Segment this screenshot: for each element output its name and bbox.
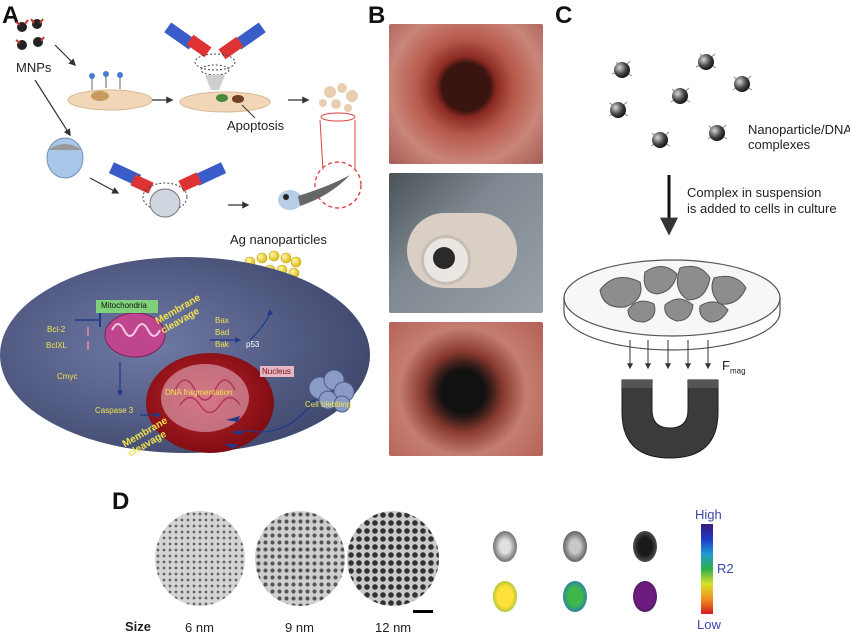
suspension-label: Complex in suspension is added to cells … xyxy=(687,185,837,217)
panel-letter-a: A xyxy=(2,2,20,29)
device-photo xyxy=(389,173,543,313)
mri-color-1 xyxy=(493,581,517,612)
nucleus-label: Nucleus xyxy=(262,367,291,376)
suspension-line-1: Complex in suspension xyxy=(687,185,822,200)
magnet-embryo xyxy=(108,162,227,218)
tem-image-9nm xyxy=(255,511,345,606)
bak-label: Bak xyxy=(215,340,229,349)
suspension-line-2: is added to cells in culture xyxy=(687,201,837,216)
mri-gray-3 xyxy=(633,531,657,562)
panel-letter-c: C xyxy=(555,2,573,29)
force-arrows xyxy=(627,340,711,370)
scale-bar xyxy=(413,610,433,613)
tem-image-12nm xyxy=(347,511,439,606)
mri-gray-2 xyxy=(563,531,587,562)
p53-label: p53 xyxy=(246,340,260,349)
horseshoe-magnet xyxy=(621,379,719,459)
culture-dish xyxy=(563,259,781,351)
caspase-label: Caspase 3 xyxy=(95,406,134,415)
complexes-label-text: Nanoparticle/DNA complexes xyxy=(748,122,850,152)
mri-color-3 xyxy=(633,581,657,612)
colorbar-low: Low xyxy=(697,617,721,632)
cmyc-label: Cmyc xyxy=(57,372,78,381)
apoptotic-bodies xyxy=(319,83,358,112)
ag-nanoparticles-label: Ag nanoparticles xyxy=(230,232,327,247)
zebrafish xyxy=(278,175,350,210)
tem-image-6nm xyxy=(155,511,245,606)
fmag-f: F xyxy=(722,358,730,373)
size-6nm: 6 nm xyxy=(185,620,214,635)
mri-color-2 xyxy=(563,581,587,612)
eye-photo-1 xyxy=(389,24,543,164)
fmag-sub: mag xyxy=(729,366,746,376)
nanoparticle-complexes xyxy=(608,53,753,148)
tissue-dish-1 xyxy=(67,71,153,111)
mri-gray-1 xyxy=(493,531,517,562)
apoptosis-label: Apoptosis xyxy=(227,118,285,133)
fmag-label: Fmag xyxy=(722,358,746,376)
bad-label: Bad xyxy=(215,328,230,337)
bcl2-label: Bcl-2 xyxy=(47,325,66,334)
mnp-icons xyxy=(15,18,45,50)
magnet-dish xyxy=(164,22,271,113)
size-label: Size xyxy=(125,619,152,634)
colorbar xyxy=(701,524,713,614)
mnps-label: MNPs xyxy=(16,60,52,75)
size-12nm: 12 nm xyxy=(375,620,412,635)
cell-blebbing-label: Cell blebbing xyxy=(305,400,352,409)
colorbar-high: High xyxy=(695,507,722,522)
dna-fragmentation-label: DNA fragmentation xyxy=(165,388,233,397)
mitochondria-label: Mitochondria xyxy=(101,301,147,310)
size-9nm: 9 nm xyxy=(285,620,314,635)
bclxl-label: BclXL xyxy=(46,341,67,350)
cell-body xyxy=(0,257,370,453)
eye-photo-2 xyxy=(389,322,543,456)
bax-label: Bax xyxy=(215,316,229,325)
complexes-label: Nanoparticle/DNA complexes xyxy=(748,122,850,152)
embryo-cell xyxy=(46,137,84,179)
panel-letter-b: B xyxy=(368,2,386,29)
colorbar-r2: R2 xyxy=(717,561,734,576)
panel-letter-d: D xyxy=(112,488,130,515)
